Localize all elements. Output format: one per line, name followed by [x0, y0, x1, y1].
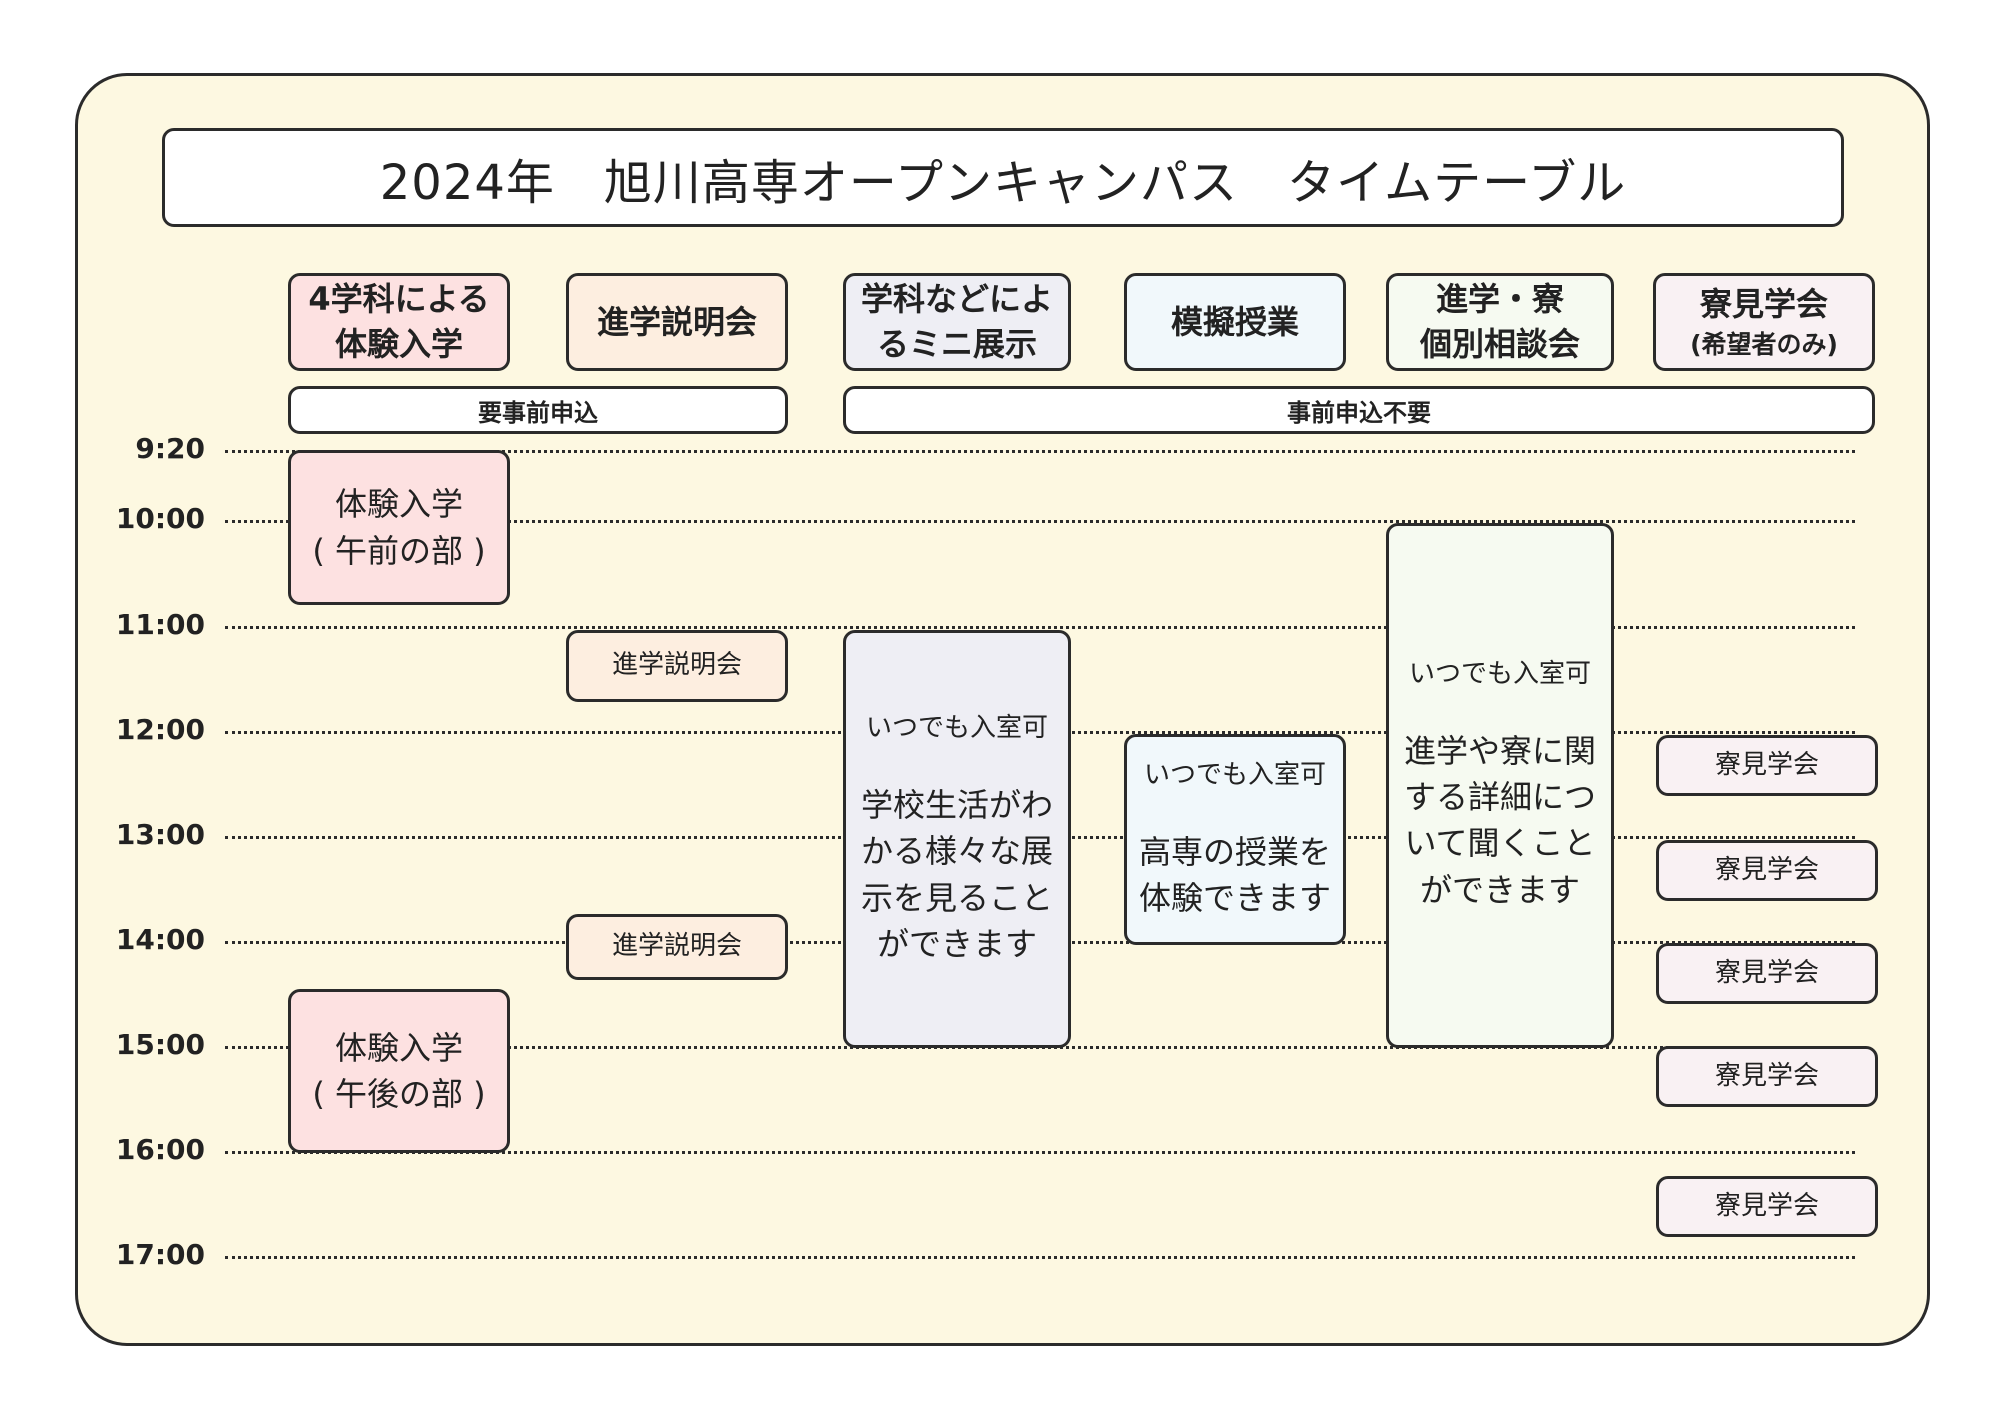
- header-setsumei-line1: 進学説明会: [596, 302, 757, 341]
- time-label-1600: 16:00: [115, 1132, 205, 1166]
- header-mogi: 模擬授業: [1124, 273, 1346, 371]
- event-dorm-1: 寮見学会: [1656, 735, 1878, 796]
- event-setsumei-1: 進学説明会: [566, 630, 788, 702]
- header-soudan-line2: 個別相談会: [1419, 325, 1580, 363]
- event-taiken-pm-line1: 体験入学: [334, 1028, 463, 1067]
- event-exhibit-desc3: 示を見ること: [860, 878, 1053, 917]
- header-dorm-line1: 寮見学会: [1699, 285, 1828, 324]
- event-soudan: いつでも入室可 進学や寮に関 する詳細につ いて聞くこと ができます: [1386, 523, 1614, 1048]
- time-line: [225, 450, 1855, 453]
- event-dorm-label: 寮見学会: [1714, 854, 1819, 885]
- event-dorm-label: 寮見学会: [1714, 749, 1819, 780]
- event-taiken-pm-line2: ( 午後の部 ): [312, 1075, 486, 1113]
- header-setsumei: 進学説明会: [566, 273, 788, 371]
- time-label-1100: 11:00: [115, 607, 205, 641]
- time-label-1000: 10:00: [115, 501, 205, 535]
- event-soudan-desc1: 進学や寮に関: [1403, 731, 1596, 770]
- header-soudan-line1: 進学・寮: [1435, 280, 1564, 319]
- event-taiken-pm: 体験入学 ( 午後の部 ): [288, 989, 510, 1153]
- event-dorm-label: 寮見学会: [1714, 1060, 1819, 1091]
- event-exhibit-desc1: 学校生活がわ: [860, 786, 1053, 825]
- event-mogi-open: いつでも入室可: [1143, 760, 1326, 791]
- event-soudan-desc2: する詳細につ: [1403, 778, 1596, 817]
- header-dorm-sub: (希望者のみ): [1690, 329, 1838, 359]
- header-taiken-line2: 体験入学: [334, 325, 463, 363]
- header-taiken-line1: 4学科による: [308, 280, 490, 319]
- time-line: [225, 1256, 1855, 1259]
- registration-not-required-badge: 事前申込不要: [843, 386, 1875, 434]
- time-label-1400: 14:00: [115, 922, 205, 956]
- event-exhibit-desc4: ができます: [876, 925, 1037, 964]
- event-dorm-3: 寮見学会: [1656, 943, 1878, 1004]
- header-exhibit-line2: るミニ展示: [876, 325, 1037, 363]
- event-soudan-open: いつでも入室可: [1408, 659, 1591, 689]
- event-soudan-desc4: ができます: [1419, 870, 1580, 909]
- registration-required-badge: 要事前申込: [288, 386, 788, 434]
- event-mogi: いつでも入室可 高専の授業を 体験できます: [1124, 734, 1346, 945]
- event-setsumei-2-label: 進学説明会: [611, 931, 742, 962]
- header-exhibit-line1: 学科などによ: [860, 280, 1053, 319]
- header-taiken: 4学科による 体験入学: [288, 273, 510, 371]
- time-line: [225, 1151, 1855, 1154]
- event-dorm-label: 寮見学会: [1714, 957, 1819, 988]
- event-exhibit-open: いつでも入室可: [865, 713, 1048, 744]
- event-dorm-label: 寮見学会: [1714, 1190, 1819, 1221]
- event-dorm-5: 寮見学会: [1656, 1176, 1878, 1237]
- time-line: [225, 520, 1855, 523]
- event-mogi-desc1: 高専の授業を: [1138, 832, 1331, 871]
- time-label-1500: 15:00: [115, 1027, 205, 1061]
- time-label-1700: 17:00: [115, 1237, 205, 1271]
- header-mogi-line1: 模擬授業: [1170, 302, 1299, 341]
- event-taiken-am-line1: 体験入学: [334, 485, 463, 524]
- header-dorm: 寮見学会 (希望者のみ): [1653, 273, 1875, 371]
- event-exhibit-desc2: かる様々な展: [860, 832, 1053, 871]
- event-dorm-2: 寮見学会: [1656, 840, 1878, 901]
- time-label-1200: 12:00: [115, 712, 205, 746]
- page-title: 2024年 旭川高専オープンキャンパス タイムテーブル: [162, 128, 1844, 227]
- event-exhibit: いつでも入室可 学校生活がわ かる様々な展 示を見ること ができます: [843, 630, 1071, 1048]
- time-line: [225, 626, 1855, 629]
- time-label-0920: 9:20: [135, 431, 205, 465]
- event-mogi-desc2: 体験できます: [1138, 879, 1331, 918]
- header-soudan: 進学・寮 個別相談会: [1386, 273, 1614, 371]
- event-taiken-am: 体験入学 ( 午前の部 ): [288, 450, 510, 605]
- event-dorm-4: 寮見学会: [1656, 1046, 1878, 1107]
- event-taiken-am-line2: ( 午前の部 ): [312, 531, 486, 570]
- header-exhibit: 学科などによ るミニ展示: [843, 273, 1071, 371]
- time-label-1300: 13:00: [115, 817, 205, 851]
- event-soudan-desc3: いて聞くこと: [1404, 824, 1596, 863]
- event-setsumei-2: 進学説明会: [566, 914, 788, 980]
- event-setsumei-1-label: 進学説明会: [611, 650, 742, 681]
